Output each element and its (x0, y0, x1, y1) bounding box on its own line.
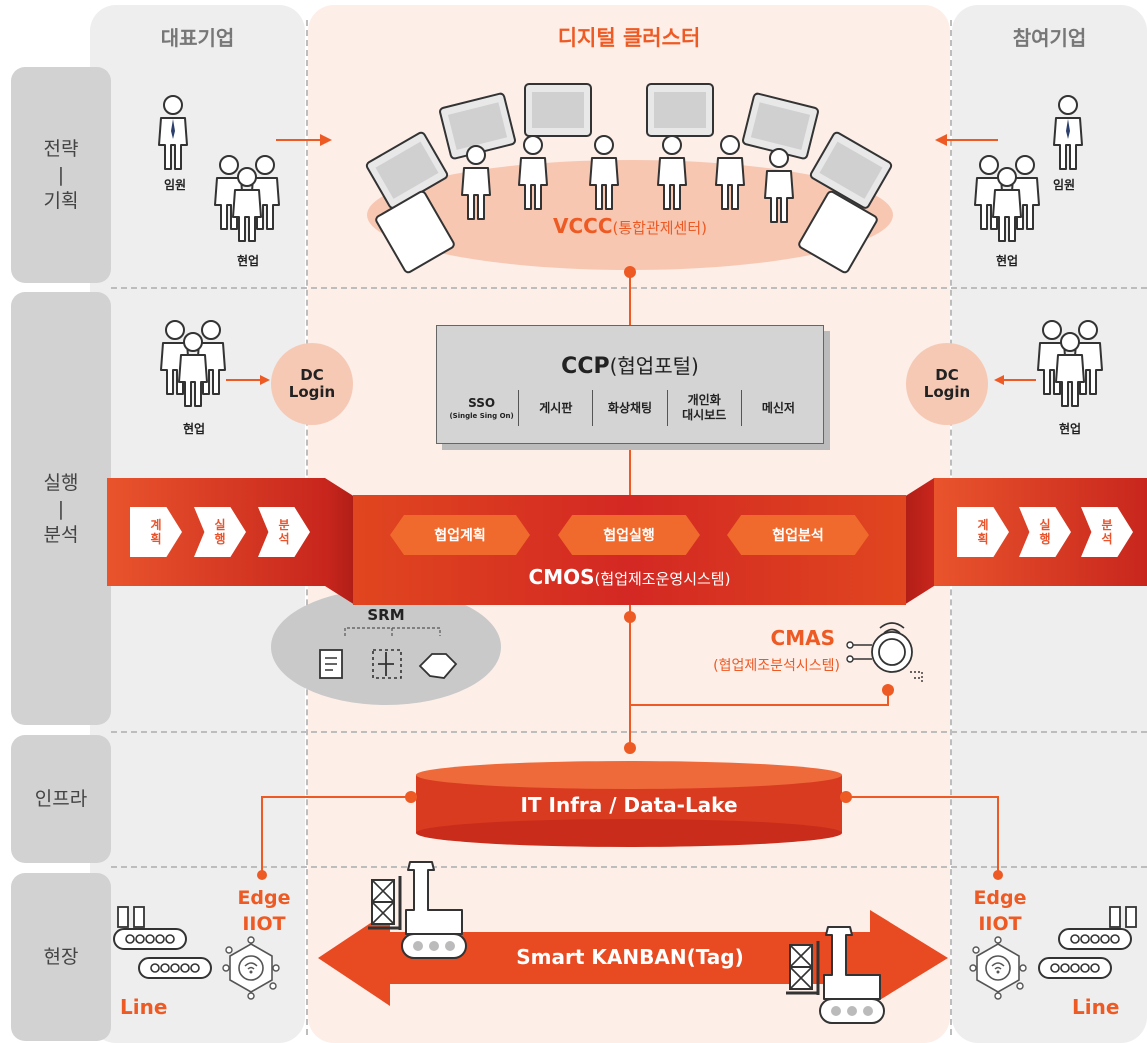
srm-title: SRM (367, 606, 405, 624)
cmos-title: CMOS (528, 565, 595, 589)
row-label-execution: 실행 | 분석 (11, 292, 111, 725)
ccp-portal-box: CCP(협업포털) SSO(Single Sing On) 게시판 화상채팅 개… (436, 325, 824, 444)
step-text: 획 (977, 532, 989, 546)
center-header: 디지털 클러스터 (557, 26, 701, 50)
row-label-text: 실행 (43, 471, 79, 494)
row-label-strategy: 전략 | 기획 (11, 67, 111, 283)
step-text: 분 (1101, 518, 1113, 532)
row-label-text: 분석 (43, 523, 79, 546)
cmos-phase-analysis: 협업분석 (727, 515, 869, 555)
step-text: 실 (214, 518, 226, 532)
step-text: 석 (278, 532, 290, 546)
row-label-field: 현장 (11, 873, 111, 1041)
ccp-separator (592, 390, 594, 426)
field-label-left-mid: 현업 (182, 422, 206, 436)
step-text: 행 (214, 532, 226, 546)
ccp-title-main: CCP (561, 354, 610, 379)
ccp-item-video-chat: 화상채팅 (607, 400, 653, 415)
row-label-infra: 인프라 (11, 735, 111, 863)
vccc-subtitle: (통합관제센터) (612, 219, 708, 237)
ccp-separator (518, 390, 520, 426)
edge-text: Edge (973, 887, 1027, 909)
row-divider-3 (111, 866, 1147, 868)
cmas-subtitle: (협업제조분석시스템) (713, 658, 840, 674)
step-text: 획 (150, 532, 162, 546)
step-text: 석 (1101, 532, 1113, 546)
cmos-phase-plan: 협업계획 (390, 515, 530, 555)
ccp-item-board: 게시판 (539, 400, 573, 415)
field-label-left-top: 현업 (236, 254, 260, 268)
login-text: Login (923, 383, 971, 401)
login-text: DC (935, 366, 959, 384)
kanban-title: Smart KANBAN(Tag) (516, 945, 744, 969)
ccp-item-label: 대시보드 (682, 408, 727, 422)
row-label-text: 현장 (43, 946, 79, 968)
cmos-phase-exec: 협업실행 (558, 515, 700, 555)
field-label-right-top: 현업 (995, 254, 1019, 268)
ccp-item-label: 개인화 (687, 393, 721, 407)
edge-text: IIOT (978, 913, 1022, 935)
edge-text: IIOT (242, 913, 286, 935)
line-label-left: Line (120, 995, 168, 1019)
step-text: 계 (977, 518, 989, 532)
vccc-label: VCCC(통합관제센터) (470, 214, 790, 238)
login-text: Login (288, 383, 336, 401)
step-text: 행 (1039, 532, 1051, 546)
right-header: 참여기업 (1012, 26, 1087, 50)
ccp-item-sso: SSO(Single Sing On) (445, 396, 518, 421)
cmas-title: CMAS (770, 626, 835, 650)
row-label-text: 전략 (43, 138, 79, 160)
ccp-separator (740, 390, 742, 426)
row-label-sep: | (57, 164, 65, 186)
line-label-right: Line (1072, 995, 1120, 1019)
ccp-title: CCP(협업포털) (437, 350, 823, 379)
row-label-sep: | (57, 497, 65, 520)
field-label-right-mid: 현업 (1058, 422, 1082, 436)
exec-label-right: 임원 (1052, 178, 1076, 192)
row-label-text: 인프라 (34, 788, 88, 810)
login-text: DC (300, 366, 324, 384)
right-band-connector (904, 478, 934, 605)
ccp-separator (666, 390, 668, 426)
vccc-title: VCCC (552, 214, 613, 238)
ccp-item-label: SSO (468, 395, 496, 410)
infra-title: IT Infra / Data-Lake (520, 793, 738, 817)
row-label-text: 기획 (43, 190, 79, 212)
cmos-subtitle: (협업제조운영시스템) (594, 570, 731, 588)
ccp-item-messenger: 메신저 (761, 400, 795, 415)
step-text: 분 (278, 518, 290, 532)
vccc-floor (367, 160, 893, 270)
cmos-label: CMOS(협업제조운영시스템) (353, 565, 906, 589)
left-header: 대표기업 (160, 26, 235, 50)
edge-text: Edge (237, 887, 291, 909)
exec-label-left: 임원 (163, 178, 187, 192)
left-band-connector (325, 478, 355, 605)
ccp-item-sub: (Single Sing On) (449, 411, 514, 420)
step-text: 계 (150, 518, 162, 532)
ccp-title-sub: (협업포털) (609, 354, 699, 378)
step-text: 실 (1039, 518, 1051, 532)
